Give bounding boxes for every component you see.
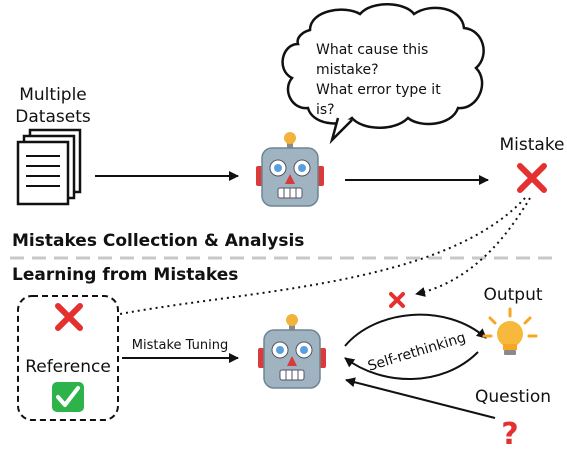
dotted-arrow-mistake-to-reference: [99, 197, 526, 321]
arrow-output-to-robot: [344, 351, 479, 380]
datasets-label-line1: Multiple: [19, 85, 87, 105]
robot-icon-bottom: [257, 313, 327, 389]
small-red-cross-icon: [389, 292, 405, 308]
arrow-question-to-robot: [345, 377, 496, 419]
question-label: Question: [475, 387, 551, 407]
bubble-line4: is?: [316, 102, 335, 118]
reference-box: [17, 295, 119, 421]
lightbulb-icon: [482, 307, 538, 355]
section-title-learning: Learning from Mistakes: [12, 265, 238, 285]
green-check-icon: [52, 382, 84, 412]
output-label: Output: [483, 285, 542, 305]
datasets-label-line2: Datasets: [15, 107, 91, 127]
documents-stack-icon: [16, 128, 82, 206]
mistake-label: Mistake: [499, 135, 564, 155]
bubble-line2: mistake?: [316, 62, 379, 78]
arrow-robot-to-output: [344, 313, 487, 347]
mistake-tuning-label: Mistake Tuning: [132, 338, 228, 353]
section-title-collection: Mistakes Collection & Analysis: [12, 231, 304, 251]
self-rethinking-label: Self-rethinking: [366, 330, 468, 375]
robot-icon: [255, 131, 325, 207]
bubble-line3: What error type it: [316, 82, 441, 98]
question-mark-icon: ?: [501, 417, 518, 450]
thought-bubble: What cause this mistake? What error type…: [281, 3, 485, 145]
dotted-arrow-mistake-to-self-rethinking: [415, 197, 531, 297]
red-cross-icon: [517, 163, 547, 193]
bubble-line1: What cause this: [316, 42, 428, 58]
reference-label: Reference: [25, 357, 111, 377]
reference-red-cross-icon: [55, 303, 83, 331]
